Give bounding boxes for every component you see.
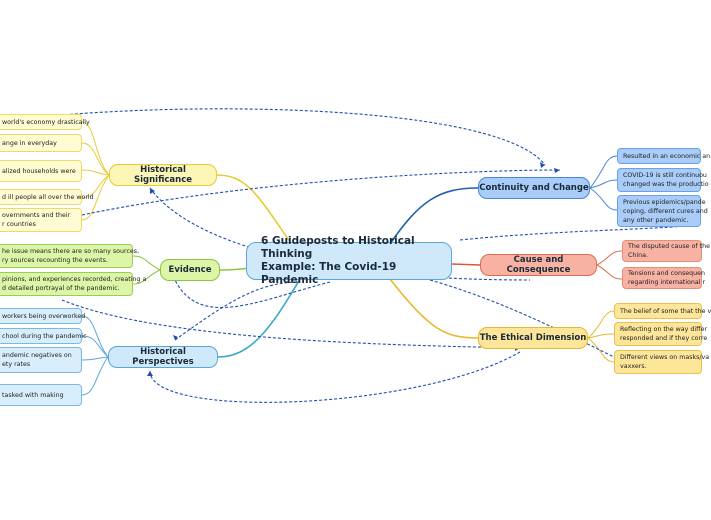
- topic-historical-significance[interactable]: Historical Significance: [109, 164, 217, 186]
- topic-cause-and-consequence[interactable]: Cause and Consequence: [480, 254, 597, 276]
- arrow-head: [150, 188, 155, 194]
- topic-label: Historical Perspectives: [132, 347, 194, 367]
- topic-label: Cause and Consequence: [506, 255, 571, 275]
- relation-arrow: [174, 279, 331, 308]
- branch-ethical: [389, 278, 479, 339]
- branch-cause: [451, 263, 481, 266]
- topic-label: Evidence: [168, 265, 212, 275]
- topic-label: Historical Significance: [133, 165, 192, 185]
- relation-arrow: [174, 281, 301, 341]
- topic-continuity-and-change[interactable]: Continuity and Change: [478, 177, 590, 199]
- subtopic-significance-2[interactable]: ange in everyday: [0, 134, 82, 152]
- relation-arrow: [149, 351, 521, 403]
- subtopic-significance-1[interactable]: world's economy drastically: [0, 114, 90, 130]
- topic-ethical-dimension[interactable]: The Ethical Dimension: [478, 327, 588, 349]
- branch-perspectives: [217, 278, 301, 358]
- topic-label: The Ethical Dimension: [479, 333, 587, 343]
- central-topic[interactable]: 6 Guideposts to Historical Thinking Exam…: [246, 235, 452, 286]
- arrow-head: [173, 335, 178, 340]
- branch-continuity: [389, 187, 479, 245]
- topic-evidence[interactable]: Evidence: [160, 259, 220, 281]
- subtopic-perspectives-2[interactable]: chool during the pandemic: [0, 328, 87, 344]
- relation-arrow: [81, 169, 561, 216]
- subtopic-ethical-1[interactable]: The belief of some that the v: [614, 303, 711, 319]
- central-title-line1: 6 Guideposts to Historical Thinking: [261, 235, 415, 260]
- relation-arrow: [61, 299, 521, 349]
- arrow-head: [147, 371, 153, 376]
- subtopic-evidence-1[interactable]: he issue means there are so many sources…: [0, 244, 139, 268]
- arrow-head: [540, 162, 545, 168]
- topic-historical-perspectives[interactable]: Historical Perspectives: [108, 346, 218, 368]
- connector-layer: [29, 108, 697, 403]
- relation-arrow: [429, 279, 641, 371]
- subtopic-perspectives-4[interactable]: tasked with making: [0, 384, 82, 406]
- subtopic-perspectives-1[interactable]: workers being overworked: [0, 308, 85, 324]
- relation-arrow: [459, 224, 697, 241]
- arrow-head: [554, 168, 560, 173]
- branch-significance: [216, 174, 301, 257]
- topic-label: Continuity and Change: [479, 183, 589, 193]
- subtopic-continuity-1[interactable]: Resulted in an economic an: [617, 148, 710, 164]
- subtopic-significance-4[interactable]: d ill people all over the world: [0, 189, 94, 205]
- subtopic-significance-3[interactable]: alized households were: [0, 160, 82, 182]
- relation-arrow: [29, 108, 546, 166]
- subtopic-evidence-2[interactable]: pinions, and experiences recorded, creat…: [0, 272, 146, 296]
- central-title-line2: Example: The Covid-19 Pandemic: [261, 261, 397, 286]
